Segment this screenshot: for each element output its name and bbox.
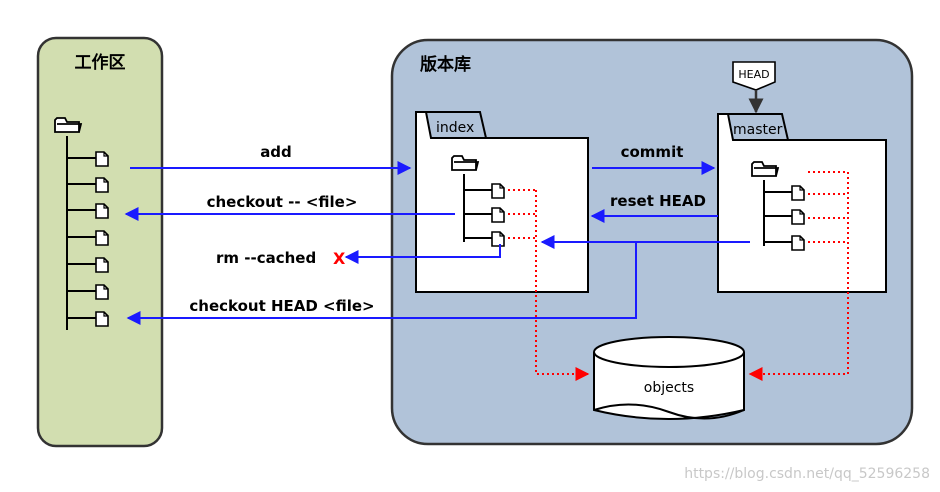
file-icon <box>464 183 505 199</box>
master-label: master <box>733 122 783 138</box>
folder-icon <box>451 155 480 171</box>
folder-icon <box>54 117 83 133</box>
folder-icon <box>751 161 780 177</box>
file-icon <box>764 209 805 225</box>
master-box <box>717 113 887 293</box>
master-objects-links <box>748 171 849 381</box>
edge-reset-head-label: reset HEAD <box>610 192 706 210</box>
edge-checkout-head-file-label: checkout HEAD <file> <box>189 297 374 315</box>
edge-checkout-head-file: checkout HEAD <file> <box>126 235 750 325</box>
file-icon <box>67 311 109 327</box>
edge-rm-cached-mark: X <box>333 249 346 268</box>
edge-commit: commit <box>592 143 716 175</box>
master-tree <box>751 161 805 251</box>
edge-checkout-file-label: checkout -- <file> <box>207 193 358 211</box>
file-icon <box>67 284 109 300</box>
file-icon <box>464 207 505 223</box>
head-tag <box>732 61 776 91</box>
edge-rm-cached: rm --cached X <box>216 244 501 268</box>
file-icon <box>67 151 109 167</box>
file-icon <box>464 231 505 247</box>
edge-rm-cached-label: rm --cached <box>216 249 316 267</box>
index-box <box>415 111 589 293</box>
objects-store <box>593 336 745 420</box>
working-area-title: 工作区 <box>75 52 126 73</box>
file-icon <box>67 257 109 273</box>
repository-title: 版本库 <box>420 54 471 75</box>
index-tree <box>451 155 505 247</box>
edge-add-label: add <box>260 143 292 161</box>
watermark: https://blog.csdn.net/qq_52596258 <box>684 466 930 482</box>
head-tag-label: HEAD <box>738 68 769 81</box>
file-icon <box>67 203 109 219</box>
objects-label: objects <box>644 380 694 396</box>
index-label: index <box>436 120 474 136</box>
file-icon <box>764 235 805 251</box>
edge-commit-label: commit <box>621 143 684 161</box>
file-icon <box>67 177 109 193</box>
file-icon <box>764 185 805 201</box>
edge-add: add <box>130 143 412 175</box>
file-icon <box>67 230 109 246</box>
edge-reset-head: reset HEAD <box>590 192 718 223</box>
index-objects-links <box>508 189 590 381</box>
edge-checkout-file: checkout -- <file> <box>124 193 455 221</box>
working-area-tree <box>54 117 109 330</box>
